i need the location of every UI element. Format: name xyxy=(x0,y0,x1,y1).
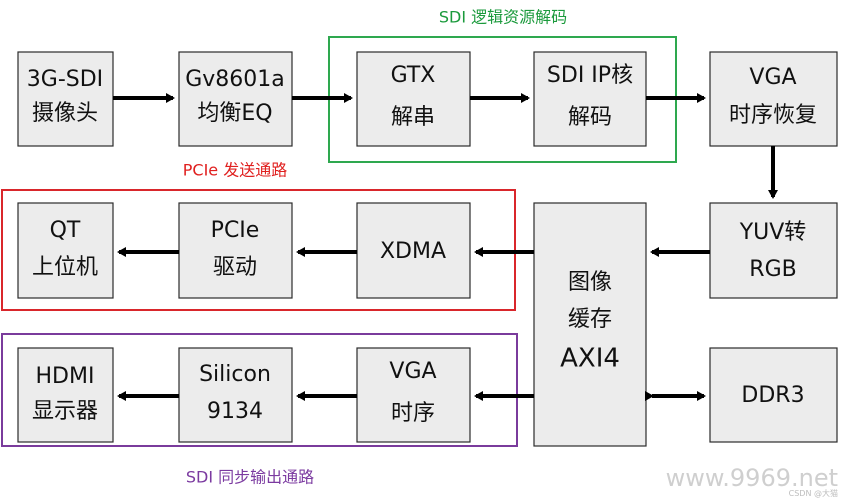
ddr3-label: DDR3 xyxy=(741,383,804,408)
hdmi-label-line1: HDMI xyxy=(36,364,95,389)
sdi-ip-label-line1: SDI IP核 xyxy=(547,63,633,88)
gtx-label-line2: 解串 xyxy=(391,105,435,130)
watermark-small: CSDN @大猫 xyxy=(789,488,838,498)
vga-timing-label-line2: 时序 xyxy=(391,401,435,426)
frame-buffer-label-line3: AXI4 xyxy=(560,344,620,374)
xdma-label: XDMA xyxy=(380,239,446,264)
qt-label-line1: QT xyxy=(50,218,81,243)
vga-recovery-label-line2: 时序恢复 xyxy=(729,103,817,128)
silicon-label-line1: Silicon xyxy=(199,362,271,387)
qt-label-line2: 上位机 xyxy=(32,255,98,280)
sync-group-frame xyxy=(1,333,518,447)
silicon-label-line2: 9134 xyxy=(207,399,263,424)
sdi-ip-label-line2: 解码 xyxy=(568,105,612,130)
vga-recovery-label-line1: VGA xyxy=(749,65,796,90)
yuv2rgb-label-line2: RGB xyxy=(749,257,796,282)
xdma-block: XDMA xyxy=(356,202,471,299)
frame-buffer-label-line1: 图像 xyxy=(568,270,612,295)
decode-group-label: SDI 逻辑资源解码 xyxy=(439,8,567,27)
camera-block: 3G-SDI 摄像头 xyxy=(17,51,114,147)
qt-host-block: QT 上位机 xyxy=(17,202,114,299)
sync-group-label: SDI 同步输出通路 xyxy=(186,468,314,487)
vga-timing-block: VGA 时序 xyxy=(356,347,471,443)
hdmi-display-block: HDMI 显示器 xyxy=(17,347,114,443)
camera-label-line1: 3G-SDI xyxy=(27,67,103,92)
vga-timing-label-line1: VGA xyxy=(389,359,436,384)
camera-label-line2: 摄像头 xyxy=(32,101,98,126)
silicon-block: Silicon 9134 xyxy=(178,347,293,443)
pcie-group-label: PCIe 发送通路 xyxy=(183,161,287,180)
ddr3-block: DDR3 xyxy=(709,347,838,443)
hdmi-label-line2: 显示器 xyxy=(32,399,98,424)
pcie-driver-label-line2: 驱动 xyxy=(213,255,257,280)
gtx-block: GTX 解串 xyxy=(356,51,471,147)
yuv2rgb-block: YUV转 RGB xyxy=(709,202,838,299)
equalizer-block: Gv8601a 均衡EQ xyxy=(178,51,293,147)
gtx-label-line1: GTX xyxy=(391,63,436,88)
frame-buffer-label-line2: 缓存 xyxy=(568,307,612,332)
sdi-ip-block: SDI IP核 解码 xyxy=(533,51,647,147)
frame-buffer-block: 图像 缓存 AXI4 xyxy=(533,202,647,447)
vga-timing-recovery-block: VGA 时序恢复 xyxy=(709,51,838,147)
watermark-main: www.9969.net xyxy=(666,464,838,492)
yuv2rgb-label-line1: YUV转 xyxy=(739,220,807,245)
pcie-driver-label-line1: PCIe xyxy=(211,218,260,243)
equalizer-label-line1: Gv8601a xyxy=(185,67,285,92)
equalizer-label-line2: 均衡EQ xyxy=(197,101,272,126)
pcie-driver-block: PCIe 驱动 xyxy=(178,202,293,299)
